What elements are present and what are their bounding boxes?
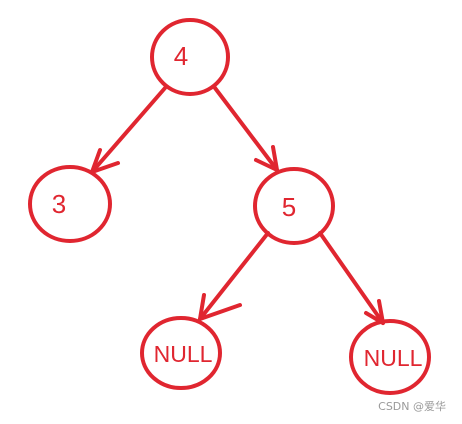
tree-node-null-right: NULL xyxy=(349,319,431,395)
edge-5-to-null-left xyxy=(198,231,270,321)
tree-edges xyxy=(90,86,385,325)
node-circle-root xyxy=(150,18,230,96)
tree-node-right: 5 xyxy=(253,167,335,245)
tree-node-null-left: NULL xyxy=(140,316,222,390)
node-label-null-left: NULL xyxy=(154,341,213,367)
edge-5-to-null-right xyxy=(318,231,385,325)
arrow-head-to-3 xyxy=(90,148,120,174)
node-circle-right xyxy=(253,167,335,245)
node-label-left: 3 xyxy=(52,189,66,219)
node-circle-null-left xyxy=(140,316,222,390)
node-circle-null-right xyxy=(349,319,431,395)
node-circle-left xyxy=(28,165,112,243)
tree-node-left: 3 xyxy=(28,165,112,243)
tree-node-root: 4 xyxy=(150,18,230,96)
node-label-null-right: NULL xyxy=(364,345,423,371)
watermark-text: CSDN @爱华 xyxy=(378,400,446,413)
edge-4-to-3 xyxy=(90,86,167,174)
arrow-head-to-5 xyxy=(254,145,279,172)
node-label-right: 5 xyxy=(282,192,296,222)
node-label-root: 4 xyxy=(174,41,188,71)
arrow-head-to-null-left xyxy=(198,293,242,321)
edge-4-to-5 xyxy=(213,86,279,172)
